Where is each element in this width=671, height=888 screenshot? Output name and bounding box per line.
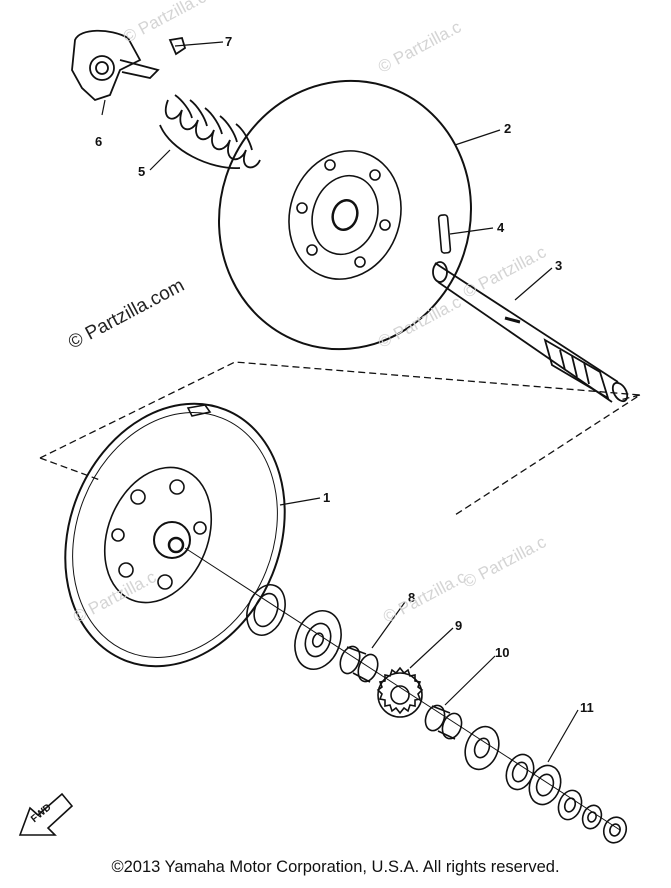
bearing-3 xyxy=(464,725,500,771)
callout-9: 9 xyxy=(455,618,463,633)
callout-2: 2 xyxy=(504,121,512,136)
copyright-notice: ©2013 Yamaha Motor Corporation, U.S.A. A… xyxy=(111,858,560,876)
callout-4: 4 xyxy=(497,220,505,235)
callout-7: 7 xyxy=(225,34,233,49)
spring xyxy=(159,94,261,169)
washer-2 xyxy=(557,789,583,821)
key-pin xyxy=(437,214,452,254)
leader-lines xyxy=(101,41,579,763)
callout-11: 11 xyxy=(580,700,594,715)
upper-sheave xyxy=(218,79,472,351)
callout-6: 6 xyxy=(95,134,103,149)
callout-1: 1 xyxy=(323,490,331,505)
cam-assembly xyxy=(71,29,187,102)
bearing-large xyxy=(246,584,286,636)
spacer xyxy=(424,704,463,740)
callout-3: 3 xyxy=(555,258,563,273)
assembly-guide-lines xyxy=(39,361,642,516)
shaft xyxy=(432,261,629,403)
callout-10: 10 xyxy=(495,645,510,660)
fwd-arrow-icon xyxy=(18,792,74,836)
callout-8: 8 xyxy=(408,590,416,605)
collar xyxy=(339,645,379,683)
sprocket xyxy=(376,666,424,718)
nut xyxy=(602,816,628,844)
lower-sheave xyxy=(64,402,286,668)
washer-3 xyxy=(581,804,603,830)
bearing-2 xyxy=(294,610,342,670)
bearing-4 xyxy=(528,764,562,806)
callout-5: 5 xyxy=(138,164,146,179)
